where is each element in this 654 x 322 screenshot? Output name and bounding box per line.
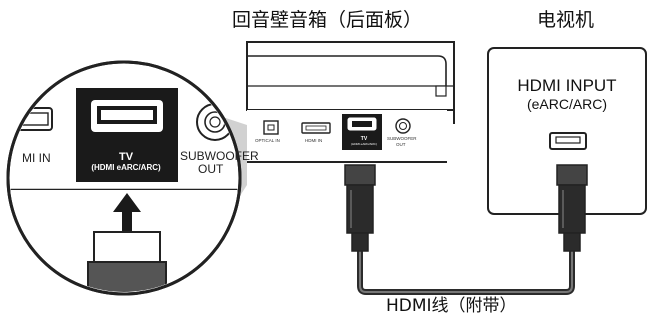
hdmi-cable (344, 164, 588, 295)
zoom-tv-port-label: TV (118, 151, 134, 163)
soundbar-rear-panel-label: 回音壁音箱（后面板） (232, 9, 423, 31)
tv-back-panel (487, 47, 647, 215)
soundbar-rear-panel (246, 41, 455, 163)
hdmi-cable-label: HDMI线（附带） (386, 296, 517, 316)
panel-hdmi-in-label: HDMI IN (305, 138, 323, 143)
tv-hdmi-input-sublabel: (eARC/ARC) (526, 96, 608, 112)
zoom-tv-port-sublabel: (HDMI eARC/ARC) (91, 163, 161, 172)
panel-tv-sublabel: (HDMI eARC/ARC) (351, 142, 377, 146)
tv-label: 电视机 (537, 9, 595, 31)
zoom-hdmi-plug (93, 231, 161, 267)
zoom-subwoofer-label: SUBWOOFER (180, 149, 259, 163)
insert-arrow-icon (113, 193, 141, 232)
left-hdmi-plug (344, 164, 376, 186)
panel-optical-in-label: OPTICAL IN (255, 138, 280, 143)
right-hdmi-plug (556, 164, 588, 186)
tv-hdmi-input-label: HDMI INPUT (517, 76, 617, 95)
zoom-subwoofer-out-label: OUT (198, 162, 224, 176)
panel-subwoofer-label: SUBWOOFER (387, 136, 417, 141)
panel-tv-label: TV (360, 136, 368, 142)
zoom-hdmi-in-label: MI IN (22, 151, 51, 165)
magnifier-circle (6, 60, 242, 296)
panel-subwoofer-out-label: OUT (396, 142, 406, 147)
